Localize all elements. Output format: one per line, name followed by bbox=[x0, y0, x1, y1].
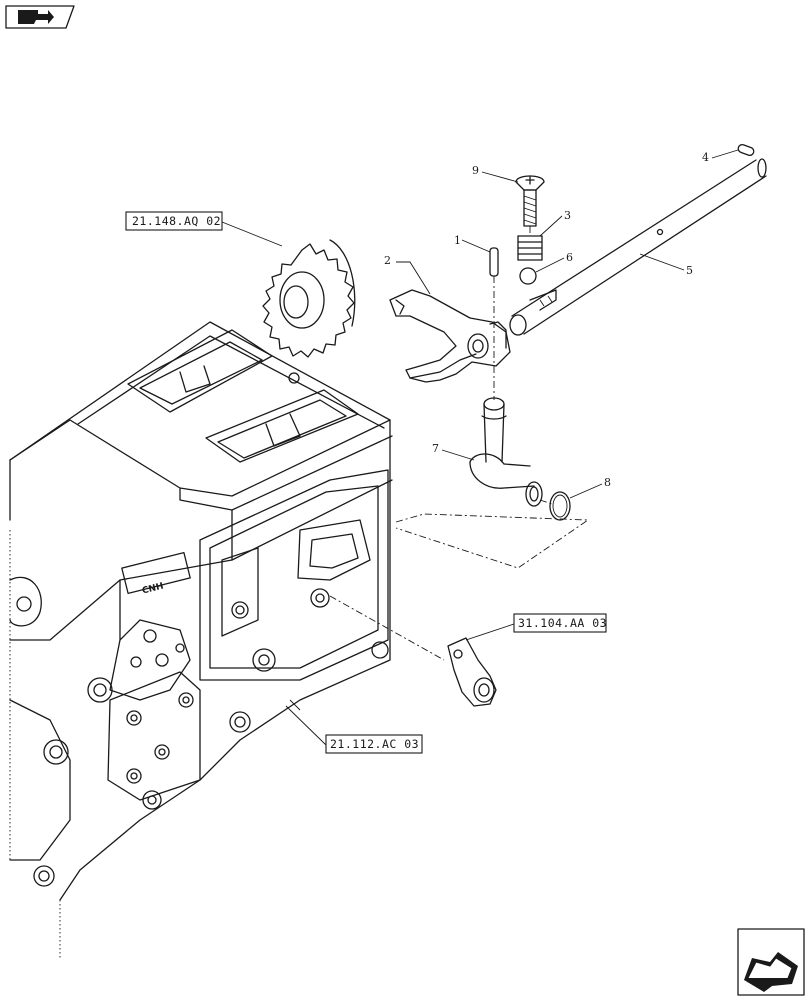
shift-rod bbox=[509, 158, 767, 336]
svg-text:2: 2 bbox=[384, 254, 391, 267]
pin bbox=[489, 247, 499, 277]
leader-lever bbox=[465, 623, 515, 641]
callout-5: 5 bbox=[639, 253, 693, 277]
reference-box-lever[interactable]: 31.104.AA 03 bbox=[513, 613, 607, 633]
reference-box-housing[interactable]: 21.112.AC 03 bbox=[325, 734, 423, 754]
leader-gear bbox=[221, 221, 283, 247]
reference-label-gear: 21.148.AQ 02 bbox=[132, 214, 221, 228]
detent-ball bbox=[519, 267, 537, 285]
svg-text:4: 4 bbox=[702, 151, 709, 164]
callout-8: 8 bbox=[569, 476, 611, 499]
reference-label-lever: 31.104.AA 03 bbox=[518, 616, 607, 630]
callout-1: 1 bbox=[454, 234, 491, 253]
assembly-lines bbox=[329, 226, 590, 661]
transmission-housing: CNH bbox=[9, 321, 393, 960]
callout-2: 2 bbox=[384, 254, 431, 295]
svg-text:1: 1 bbox=[454, 234, 461, 247]
svg-text:8: 8 bbox=[604, 476, 611, 489]
svg-text:7: 7 bbox=[432, 442, 439, 455]
svg-text:6: 6 bbox=[566, 251, 573, 264]
gear-reference-part bbox=[262, 239, 356, 358]
callout-9: 9 bbox=[472, 164, 519, 183]
callout-4: 4 bbox=[702, 149, 739, 164]
svg-text:9: 9 bbox=[472, 164, 479, 177]
selector-shaft bbox=[469, 397, 543, 507]
callout-6: 6 bbox=[535, 251, 573, 273]
detent-screw bbox=[515, 175, 545, 227]
o-ring bbox=[549, 491, 571, 521]
reference-label-housing: 21.112.AC 03 bbox=[330, 737, 419, 751]
next-page-arrow-icon[interactable] bbox=[737, 928, 805, 996]
detent-spring bbox=[517, 235, 543, 261]
svg-text:5: 5 bbox=[686, 264, 693, 277]
shifter-fork bbox=[389, 289, 511, 383]
reference-box-gear[interactable]: 21.148.AQ 02 bbox=[125, 211, 223, 231]
lever-reference-part bbox=[447, 637, 497, 707]
svg-text:3: 3 bbox=[564, 209, 571, 222]
housing-brand-text: CNH bbox=[141, 582, 164, 597]
callout-7: 7 bbox=[432, 442, 475, 461]
callout-3: 3 bbox=[539, 209, 571, 237]
book-arrow-icon[interactable] bbox=[5, 5, 75, 29]
roll-pin bbox=[737, 143, 755, 157]
leader-housing bbox=[285, 705, 327, 746]
